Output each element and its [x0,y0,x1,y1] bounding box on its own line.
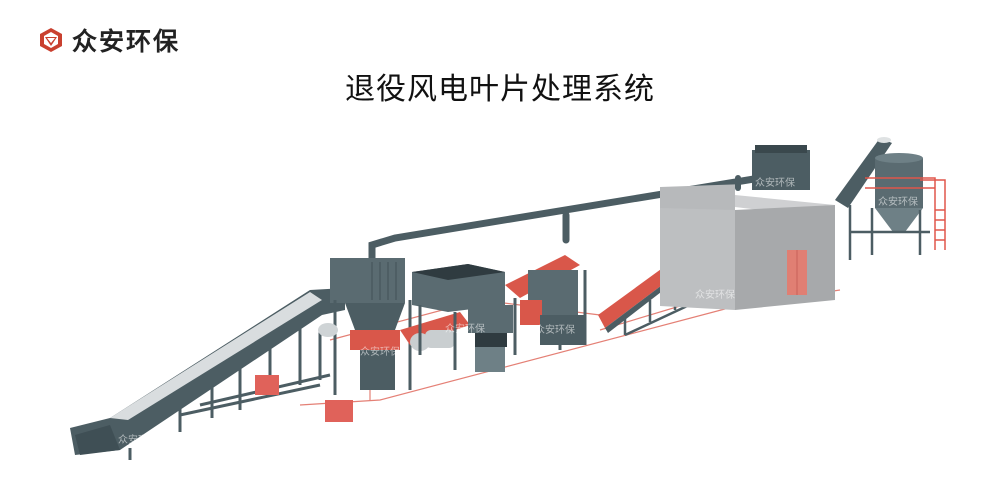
watermark: 众安环保 [118,433,158,446]
secondary-shredder: 众安环保 [505,255,587,355]
brand-logo: 众安环保 [38,22,180,58]
svg-text:众安环保: 众安环保 [360,345,400,358]
hopper: 众安环保 [412,264,513,372]
red-bin [255,375,279,395]
grinding-room: 众安环保 [660,184,835,310]
svg-text:众安环保: 众安环保 [755,176,795,189]
page-title: 退役风电叶片处理系统 [345,72,655,107]
storage-silo: 众安环保 [835,137,946,260]
red-bin-2 [325,400,353,422]
svg-text:众安环保: 众安环保 [445,322,485,335]
primary-shredder: 众安环保 [318,258,412,395]
diamond-hexagon-logo-icon [40,28,62,52]
air-duct [368,174,764,272]
dust-collector: 众安环保 [752,145,810,190]
svg-text:众安环保: 众安环保 [878,195,918,208]
svg-text:众安环保: 众安环保 [695,288,735,301]
brand-name: 众安环保 [72,27,181,56]
inclined-chain-conveyor: 众安环保 [70,288,345,460]
svg-text:众安环保: 众安环保 [535,323,575,336]
